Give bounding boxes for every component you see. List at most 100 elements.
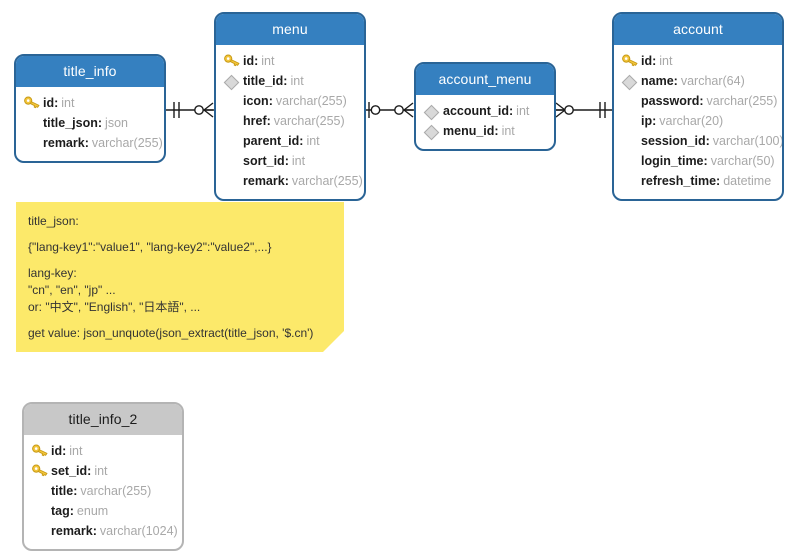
- field-row: id:int: [622, 51, 774, 71]
- field-type: varchar(255): [706, 94, 778, 108]
- field-type: json: [105, 116, 128, 130]
- field-name: account_id: [443, 104, 509, 118]
- field-row: sort_id:int: [224, 151, 356, 171]
- field-name: tag: [51, 504, 70, 518]
- field-separator: :: [54, 96, 59, 110]
- field-type: int: [94, 464, 108, 478]
- field-row: title_id:int: [223, 71, 356, 91]
- field-row: remark:varchar(255): [24, 133, 163, 153]
- field-separator: :: [92, 524, 97, 538]
- field-marker-none: [32, 504, 49, 518]
- field-marker-none: [224, 154, 241, 168]
- field-row: login_time:varchar(50): [622, 151, 775, 171]
- field-marker-none: [224, 94, 241, 108]
- field-row: title:varchar(255): [32, 481, 174, 501]
- entity-title-menu: menu: [216, 14, 364, 45]
- entity-title-title_info: title_info: [16, 56, 164, 87]
- field-type: int: [290, 74, 304, 88]
- field-type: int: [516, 104, 530, 118]
- field-row: session_id:varchar(100): [622, 131, 782, 151]
- field-type: datetime: [723, 174, 772, 188]
- field-marker-none: [32, 484, 49, 498]
- field-type: varchar(255): [273, 114, 345, 128]
- note-title_json[interactable]: title_json:{"lang-key1":"value1", "lang-…: [16, 202, 344, 352]
- field-type: int: [291, 154, 306, 168]
- diamond-icon: [423, 104, 441, 121]
- field-row: id:int: [224, 51, 356, 71]
- note-line: {"lang-key1":"value1", "lang-key2":"valu…: [28, 240, 272, 254]
- field-row: ip:varchar(20): [622, 111, 774, 131]
- field-row: icon:varchar(255): [224, 91, 356, 111]
- field-type: varchar(255): [275, 94, 347, 108]
- field-type: varchar(255): [91, 136, 163, 150]
- note-fold-corner: [323, 331, 344, 352]
- field-type: int: [306, 134, 320, 148]
- field-separator: :: [699, 94, 704, 108]
- diamond-icon: [423, 124, 441, 141]
- field-row: remark:varchar(1024): [32, 521, 178, 541]
- field-marker-none: [622, 134, 639, 148]
- field-type: int: [261, 54, 275, 68]
- field-separator: :: [673, 74, 678, 88]
- field-row: id:int: [24, 93, 156, 113]
- field-separator: :: [268, 94, 273, 108]
- field-type: enum: [76, 504, 109, 518]
- field-type: int: [659, 54, 673, 68]
- field-separator: :: [73, 484, 78, 498]
- field-row: href:varchar(255): [224, 111, 356, 131]
- field-name: login_time: [641, 154, 704, 168]
- note-body: title_json:{"lang-key1":"value1", "lang-…: [16, 202, 344, 341]
- field-separator: :: [652, 54, 657, 68]
- field-row: remark:varchar(255): [224, 171, 363, 191]
- relationship-menu-account_menu[interactable]: [362, 92, 418, 128]
- field-separator: :: [703, 154, 708, 168]
- field-row: password:varchar(255): [622, 91, 777, 111]
- entity-title-title_info_2: title_info_2: [24, 404, 182, 435]
- key-icon: [32, 464, 49, 478]
- key-icon: [24, 96, 41, 110]
- field-marker-none: [224, 134, 241, 148]
- field-separator: :: [283, 74, 288, 88]
- field-name: sort_id: [243, 154, 285, 168]
- field-row: tag:enum: [32, 501, 174, 521]
- field-name: password: [641, 94, 700, 108]
- key-icon: [224, 54, 241, 68]
- field-separator: :: [266, 114, 271, 128]
- field-type: varchar(50): [710, 154, 775, 168]
- field-name: icon: [243, 94, 269, 108]
- field-name: id: [243, 54, 255, 68]
- field-type: int: [61, 96, 75, 110]
- field-separator: :: [69, 504, 74, 518]
- field-row: title_json:json: [24, 113, 156, 133]
- field-separator: :: [284, 154, 289, 168]
- field-type: varchar(255): [291, 174, 363, 188]
- field-name: remark: [51, 524, 93, 538]
- key-icon: [32, 444, 49, 458]
- field-name: remark: [243, 174, 285, 188]
- field-marker-none: [24, 116, 41, 130]
- field-name: title_id: [243, 74, 284, 88]
- field-type: varchar(1024): [99, 524, 178, 538]
- field-separator: :: [254, 54, 259, 68]
- field-separator: :: [87, 464, 92, 478]
- field-separator: :: [705, 134, 710, 148]
- field-name: session_id: [641, 134, 706, 148]
- field-separator: :: [509, 104, 514, 118]
- field-separator: :: [299, 134, 304, 148]
- note-line: lang-key:: [28, 266, 77, 280]
- field-name: title: [51, 484, 74, 498]
- field-row: id:int: [32, 441, 174, 461]
- relationship-account_menu-account[interactable]: [552, 92, 616, 128]
- field-marker-none: [622, 94, 639, 108]
- relationship-title_info-menu[interactable]: [160, 92, 220, 128]
- note-line: get value: json_unquote(json_extract(tit…: [28, 326, 314, 340]
